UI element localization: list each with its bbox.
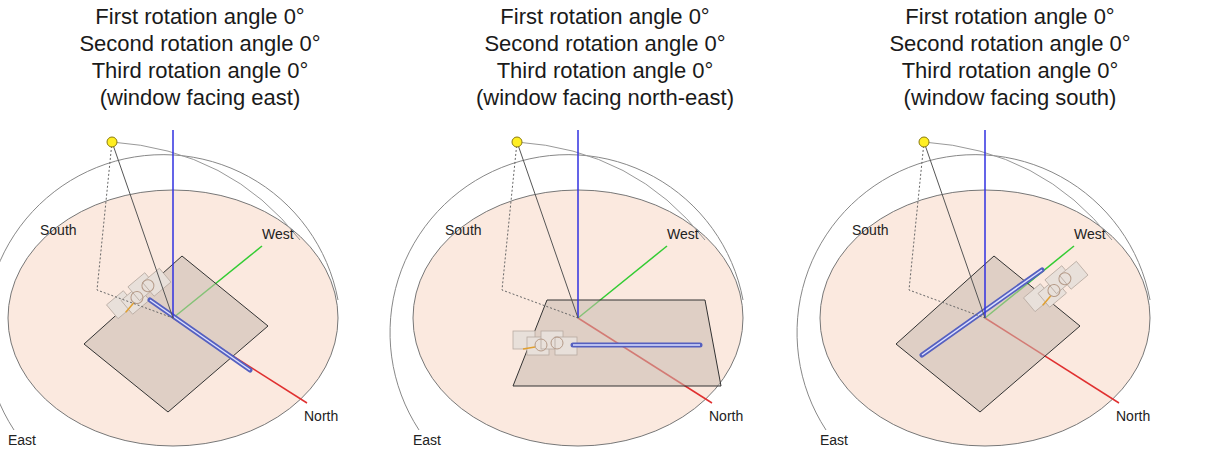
sun-ray bbox=[517, 142, 578, 318]
window-bar bbox=[922, 270, 1042, 355]
sun-dot bbox=[512, 137, 522, 147]
sun-projection bbox=[97, 142, 173, 318]
window-bar bbox=[922, 270, 1042, 355]
sun-arc bbox=[924, 142, 1112, 240]
sky-arc bbox=[390, 155, 743, 430]
compass-label: North bbox=[709, 408, 743, 424]
sky-dome bbox=[797, 130, 1150, 446]
zenith-axis bbox=[577, 130, 579, 318]
zenith-axis bbox=[172, 130, 174, 318]
rotation-title: Second rotation angle 0° bbox=[484, 30, 725, 57]
rotation-title: Second rotation angle 0° bbox=[889, 30, 1130, 57]
sky-arc bbox=[0, 155, 338, 430]
window-facing: (window facing south) bbox=[904, 84, 1117, 111]
room-plane bbox=[896, 256, 1080, 412]
compass-label: North bbox=[1116, 408, 1150, 424]
room-plane bbox=[513, 300, 721, 386]
window-bar bbox=[573, 344, 700, 346]
rotation-title: Third rotation angle 0° bbox=[92, 57, 309, 84]
rotation-title: Third rotation angle 0° bbox=[497, 57, 714, 84]
sun-dot bbox=[107, 137, 117, 147]
rotation-title: Second rotation angle 0° bbox=[79, 30, 320, 57]
room-model bbox=[513, 331, 577, 355]
compass-label: East bbox=[8, 432, 36, 448]
compass-label: North bbox=[304, 408, 338, 424]
room-model bbox=[106, 264, 170, 324]
compass-label: South bbox=[445, 222, 482, 238]
compass-label: East bbox=[820, 432, 848, 448]
compass-label: South bbox=[852, 222, 889, 238]
sun-dot bbox=[919, 137, 929, 147]
compass-label: West bbox=[262, 226, 294, 242]
rotation-title: First rotation angle 0° bbox=[500, 3, 709, 30]
sun-arc bbox=[112, 142, 300, 240]
window-bar bbox=[150, 300, 250, 370]
rotation-title: Third rotation angle 0° bbox=[902, 57, 1119, 84]
sky-arc bbox=[797, 155, 1150, 430]
window-bar bbox=[573, 343, 700, 348]
rotation-title: First rotation angle 0° bbox=[95, 3, 304, 30]
rotation-title: First rotation angle 0° bbox=[905, 3, 1114, 30]
sun-arc bbox=[517, 142, 705, 240]
compass-label: South bbox=[40, 222, 77, 238]
window-facing: (window facing east) bbox=[100, 84, 301, 111]
compass-label: West bbox=[1074, 226, 1106, 242]
sun-projection bbox=[909, 142, 985, 318]
room-plane bbox=[84, 256, 268, 412]
window-bar bbox=[150, 300, 250, 370]
window-facing: (window facing north-east) bbox=[476, 84, 734, 111]
sun-ray bbox=[924, 142, 985, 318]
compass-label: East bbox=[413, 432, 441, 448]
sky-dome bbox=[390, 130, 743, 446]
sun-projection bbox=[502, 142, 578, 318]
zenith-axis bbox=[984, 130, 986, 318]
sky-dome bbox=[0, 130, 338, 446]
compass-label: West bbox=[667, 226, 699, 242]
room-model bbox=[1023, 257, 1087, 317]
sun-ray bbox=[112, 142, 173, 318]
